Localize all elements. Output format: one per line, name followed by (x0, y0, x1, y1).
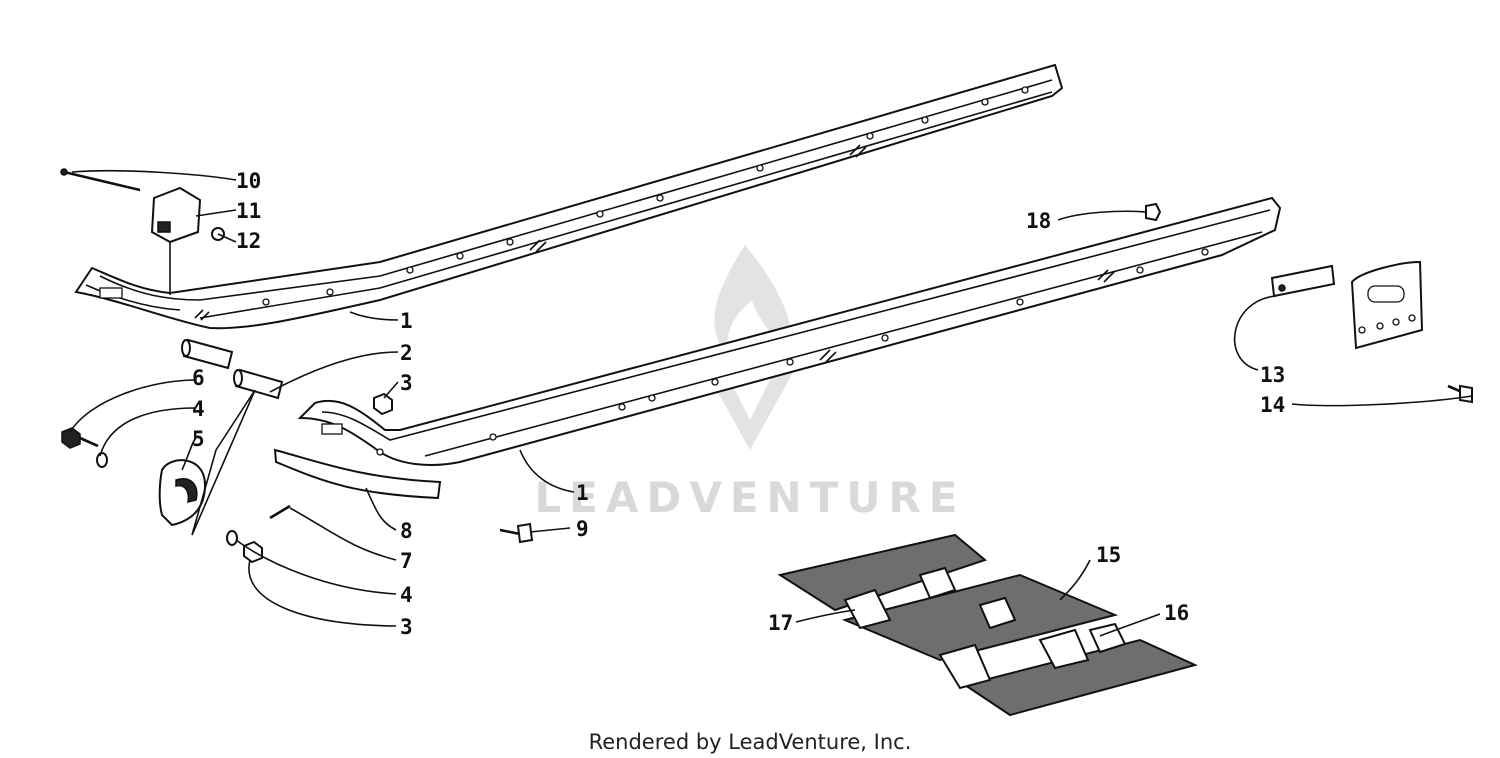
footer-credit: Rendered by LeadVenture, Inc. (589, 730, 912, 754)
callout-3-upper: 3 (400, 371, 413, 395)
callout-18: 18 (1026, 209, 1051, 233)
callout-1-upper: 1 (400, 309, 413, 333)
callout-4-upper: 4 (192, 397, 205, 421)
leader-lines (69, 169, 1473, 637)
track-section (777, 533, 1198, 717)
callout-3-lower: 3 (400, 615, 413, 639)
callout-9: 9 (576, 517, 589, 541)
watermark-text: LEADVENTURE (535, 473, 966, 522)
wear-strip (273, 448, 442, 500)
callout-6: 6 (192, 366, 205, 390)
callout-10: 10 (236, 169, 261, 193)
callout-11: 11 (236, 199, 261, 223)
callout-17: 17 (768, 611, 793, 635)
callout-14: 14 (1260, 393, 1285, 417)
callout-13: 13 (1260, 363, 1285, 387)
lower-rail (297, 196, 1282, 466)
bumper-block (150, 186, 202, 244)
callout-1-lower: 1 (576, 481, 589, 505)
upper-rail (74, 63, 1064, 330)
callout-8: 8 (400, 519, 413, 543)
callout-15: 15 (1096, 543, 1121, 567)
callout-7: 7 (400, 549, 413, 573)
callout-16: 16 (1164, 601, 1189, 625)
callouts: 10 11 12 1 2 3 6 4 5 18 13 14 1 9 8 7 4 … (192, 169, 1285, 639)
long-bolt (63, 170, 141, 192)
watermark-flame-icon (714, 245, 793, 380)
callout-12: 12 (236, 229, 261, 253)
callout-5: 5 (192, 427, 205, 451)
end-brackets (1270, 260, 1424, 350)
callout-4-lower: 4 (400, 583, 413, 607)
callout-2: 2 (400, 341, 413, 365)
